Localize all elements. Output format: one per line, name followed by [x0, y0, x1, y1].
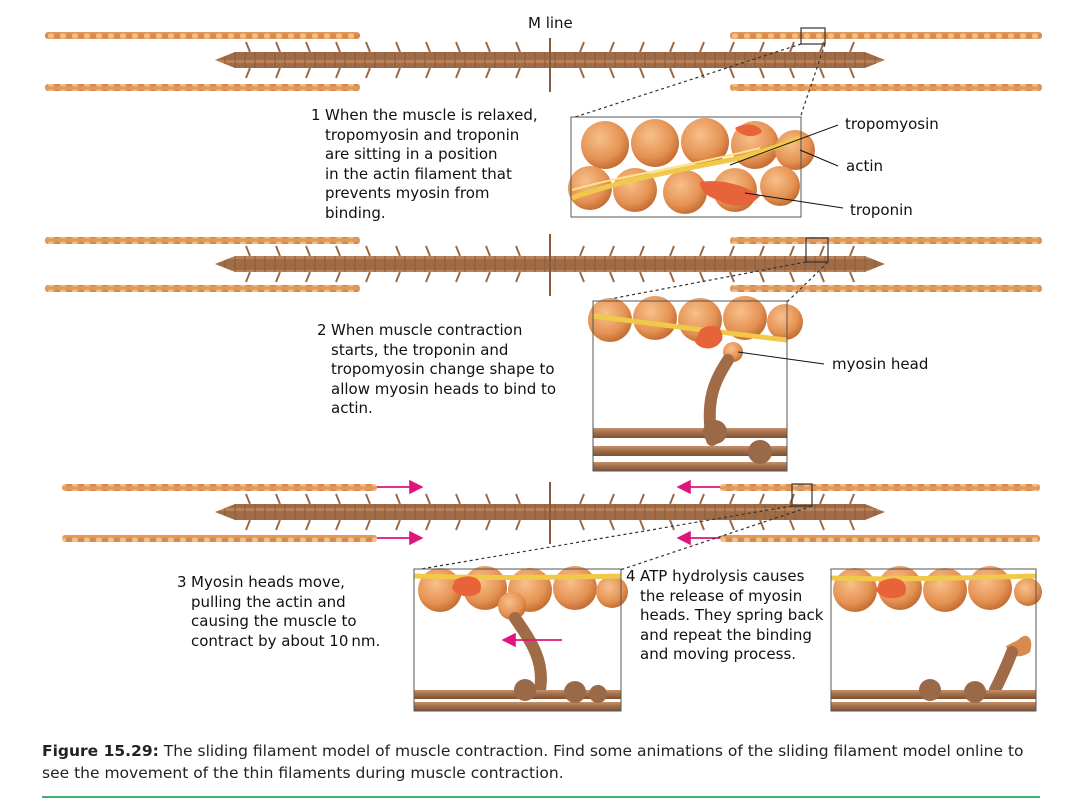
step-1-text: 1 When the muscle is relaxed, tropomyosi…	[311, 106, 538, 223]
step-line: causing the muscle to	[191, 612, 357, 630]
step-line: binding.	[325, 203, 386, 222]
step-4-text: 4 ATP hydrolysis causes the release of m…	[626, 567, 824, 665]
inset-power-stroke	[413, 566, 628, 712]
zoom-box	[800, 27, 826, 45]
step-line: heads. They spring back	[640, 606, 824, 624]
step-line: When the muscle is relaxed,	[325, 106, 538, 124]
step-number: 1	[311, 106, 321, 124]
step-line: ATP hydrolysis causes	[640, 567, 805, 585]
caption-divider	[42, 796, 1040, 798]
tropomyosin-label: tropomyosin	[845, 115, 939, 133]
step-line: Myosin heads move,	[191, 573, 345, 591]
zoom-lines-3	[414, 505, 813, 571]
actin-filament-top-left	[62, 484, 377, 491]
step-3-text: 3 Myosin heads move, pulling the actin a…	[177, 573, 381, 651]
step-number: 4	[626, 567, 636, 585]
step-line: pulling the actin and	[191, 592, 346, 611]
actin-filament-bottom-right	[720, 535, 1040, 542]
step-line: starts, the troponin and	[331, 340, 509, 359]
actin-filament-top-left	[45, 237, 360, 244]
zoom-box	[805, 237, 829, 263]
myosin-head-label: myosin head	[832, 355, 929, 373]
zoom-box	[791, 483, 813, 507]
actin-filament-top-right	[730, 237, 1042, 244]
actin-filament-bottom-right	[730, 285, 1042, 292]
step-line: tropomyosin and troponin	[325, 125, 520, 144]
zoom-lines-1	[571, 43, 826, 119]
m-line-label: M line	[528, 14, 573, 32]
sarcomere-power-stroke	[62, 479, 1040, 546]
troponin-label: troponin	[850, 201, 913, 219]
step-line: in the actin filament that	[325, 164, 512, 183]
inset-release	[830, 566, 1042, 712]
actin-filament-top-left	[45, 32, 360, 39]
sliding-filament-diagram	[45, 27, 1042, 712]
step-line: tropomyosin change shape to	[331, 360, 555, 378]
step-line: actin.	[331, 399, 373, 417]
inset-binding	[588, 296, 803, 472]
step-line: When muscle contraction	[331, 321, 523, 339]
leader-line-myosin-head	[737, 351, 825, 365]
step-line: the release of myosin	[640, 586, 803, 605]
caption-text: The sliding filament model of muscle con…	[42, 742, 1024, 782]
actin-filament-bottom-left	[45, 84, 360, 91]
step-number: 2	[317, 321, 327, 339]
actin-filament-top-right	[730, 32, 1042, 39]
inset-relaxed	[568, 116, 815, 218]
step-line: and repeat the binding	[640, 625, 812, 644]
actin-filament-bottom-right	[730, 84, 1042, 91]
step-number: 3	[177, 573, 187, 591]
actin-filament-top-right	[720, 484, 1040, 491]
actin-label: actin	[846, 157, 883, 175]
step-line: and moving process.	[640, 645, 797, 663]
figure-caption: Figure 15.29: The sliding filament model…	[42, 740, 1042, 784]
sarcomere-contraction-start	[45, 234, 1042, 296]
sarcomere-relaxed	[45, 27, 1042, 92]
step-line: allow myosin heads to bind to	[331, 379, 557, 398]
caption-label: Figure 15.29:	[42, 742, 159, 760]
step-2-text: 2 When muscle contraction starts, the tr…	[317, 321, 557, 419]
step-line: contract by about 10 nm.	[191, 631, 381, 650]
direction-arrows	[377, 479, 720, 546]
step-line: are sitting in a position	[325, 145, 498, 163]
actin-filament-bottom-left	[45, 285, 360, 292]
leader-lines-1	[729, 124, 844, 209]
actin-filament-bottom-left	[62, 535, 377, 542]
step-line: prevents myosin from	[325, 184, 490, 202]
